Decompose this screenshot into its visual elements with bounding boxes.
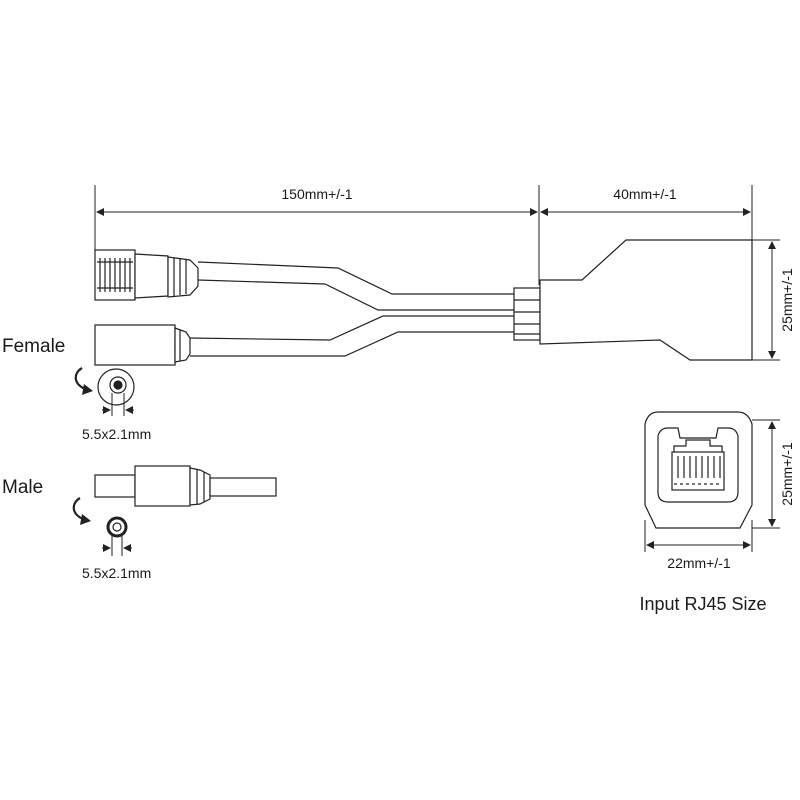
- female-label: Female: [2, 336, 65, 357]
- female-size-indicator: [102, 393, 134, 416]
- cable-lower: [189, 315, 514, 357]
- cable-length-dimension: [94, 185, 540, 285]
- jack-width-label: 22mm+/-1: [667, 555, 731, 571]
- rj45-plug: [94, 249, 199, 301]
- male-label: Male: [2, 477, 43, 498]
- housing-height-dimension: [752, 239, 780, 361]
- female-dc-connector: [94, 324, 191, 366]
- housing-length-label: 40mm+/-1: [613, 186, 677, 202]
- female-end-view: [97, 368, 135, 406]
- cable-upper: [197, 261, 514, 311]
- housing-length-dimension: [540, 185, 753, 240]
- male-dc-connector: [94, 465, 277, 507]
- rotate-arrowhead-icon-2: [80, 514, 91, 525]
- jack-height-label: 25mm+/-1: [779, 442, 795, 506]
- cable-length-label: 150mm+/-1: [281, 186, 352, 202]
- male-end-view: [106, 516, 128, 538]
- female-size-label: 5.5x2.1mm: [82, 426, 151, 442]
- jack-width-dimension: [644, 520, 753, 552]
- rj45-jack-front-view: [644, 411, 753, 529]
- rotate-arrowhead-icon: [82, 384, 93, 395]
- splitter-housing: [513, 239, 753, 361]
- male-size-label: 5.5x2.1mm: [82, 565, 151, 581]
- housing-height-label: 25mm+/-1: [779, 268, 795, 332]
- jack-height-dimension: [752, 419, 780, 529]
- rj45-size-caption: Input RJ45 Size: [639, 594, 766, 614]
- male-size-indicator: [102, 536, 132, 556]
